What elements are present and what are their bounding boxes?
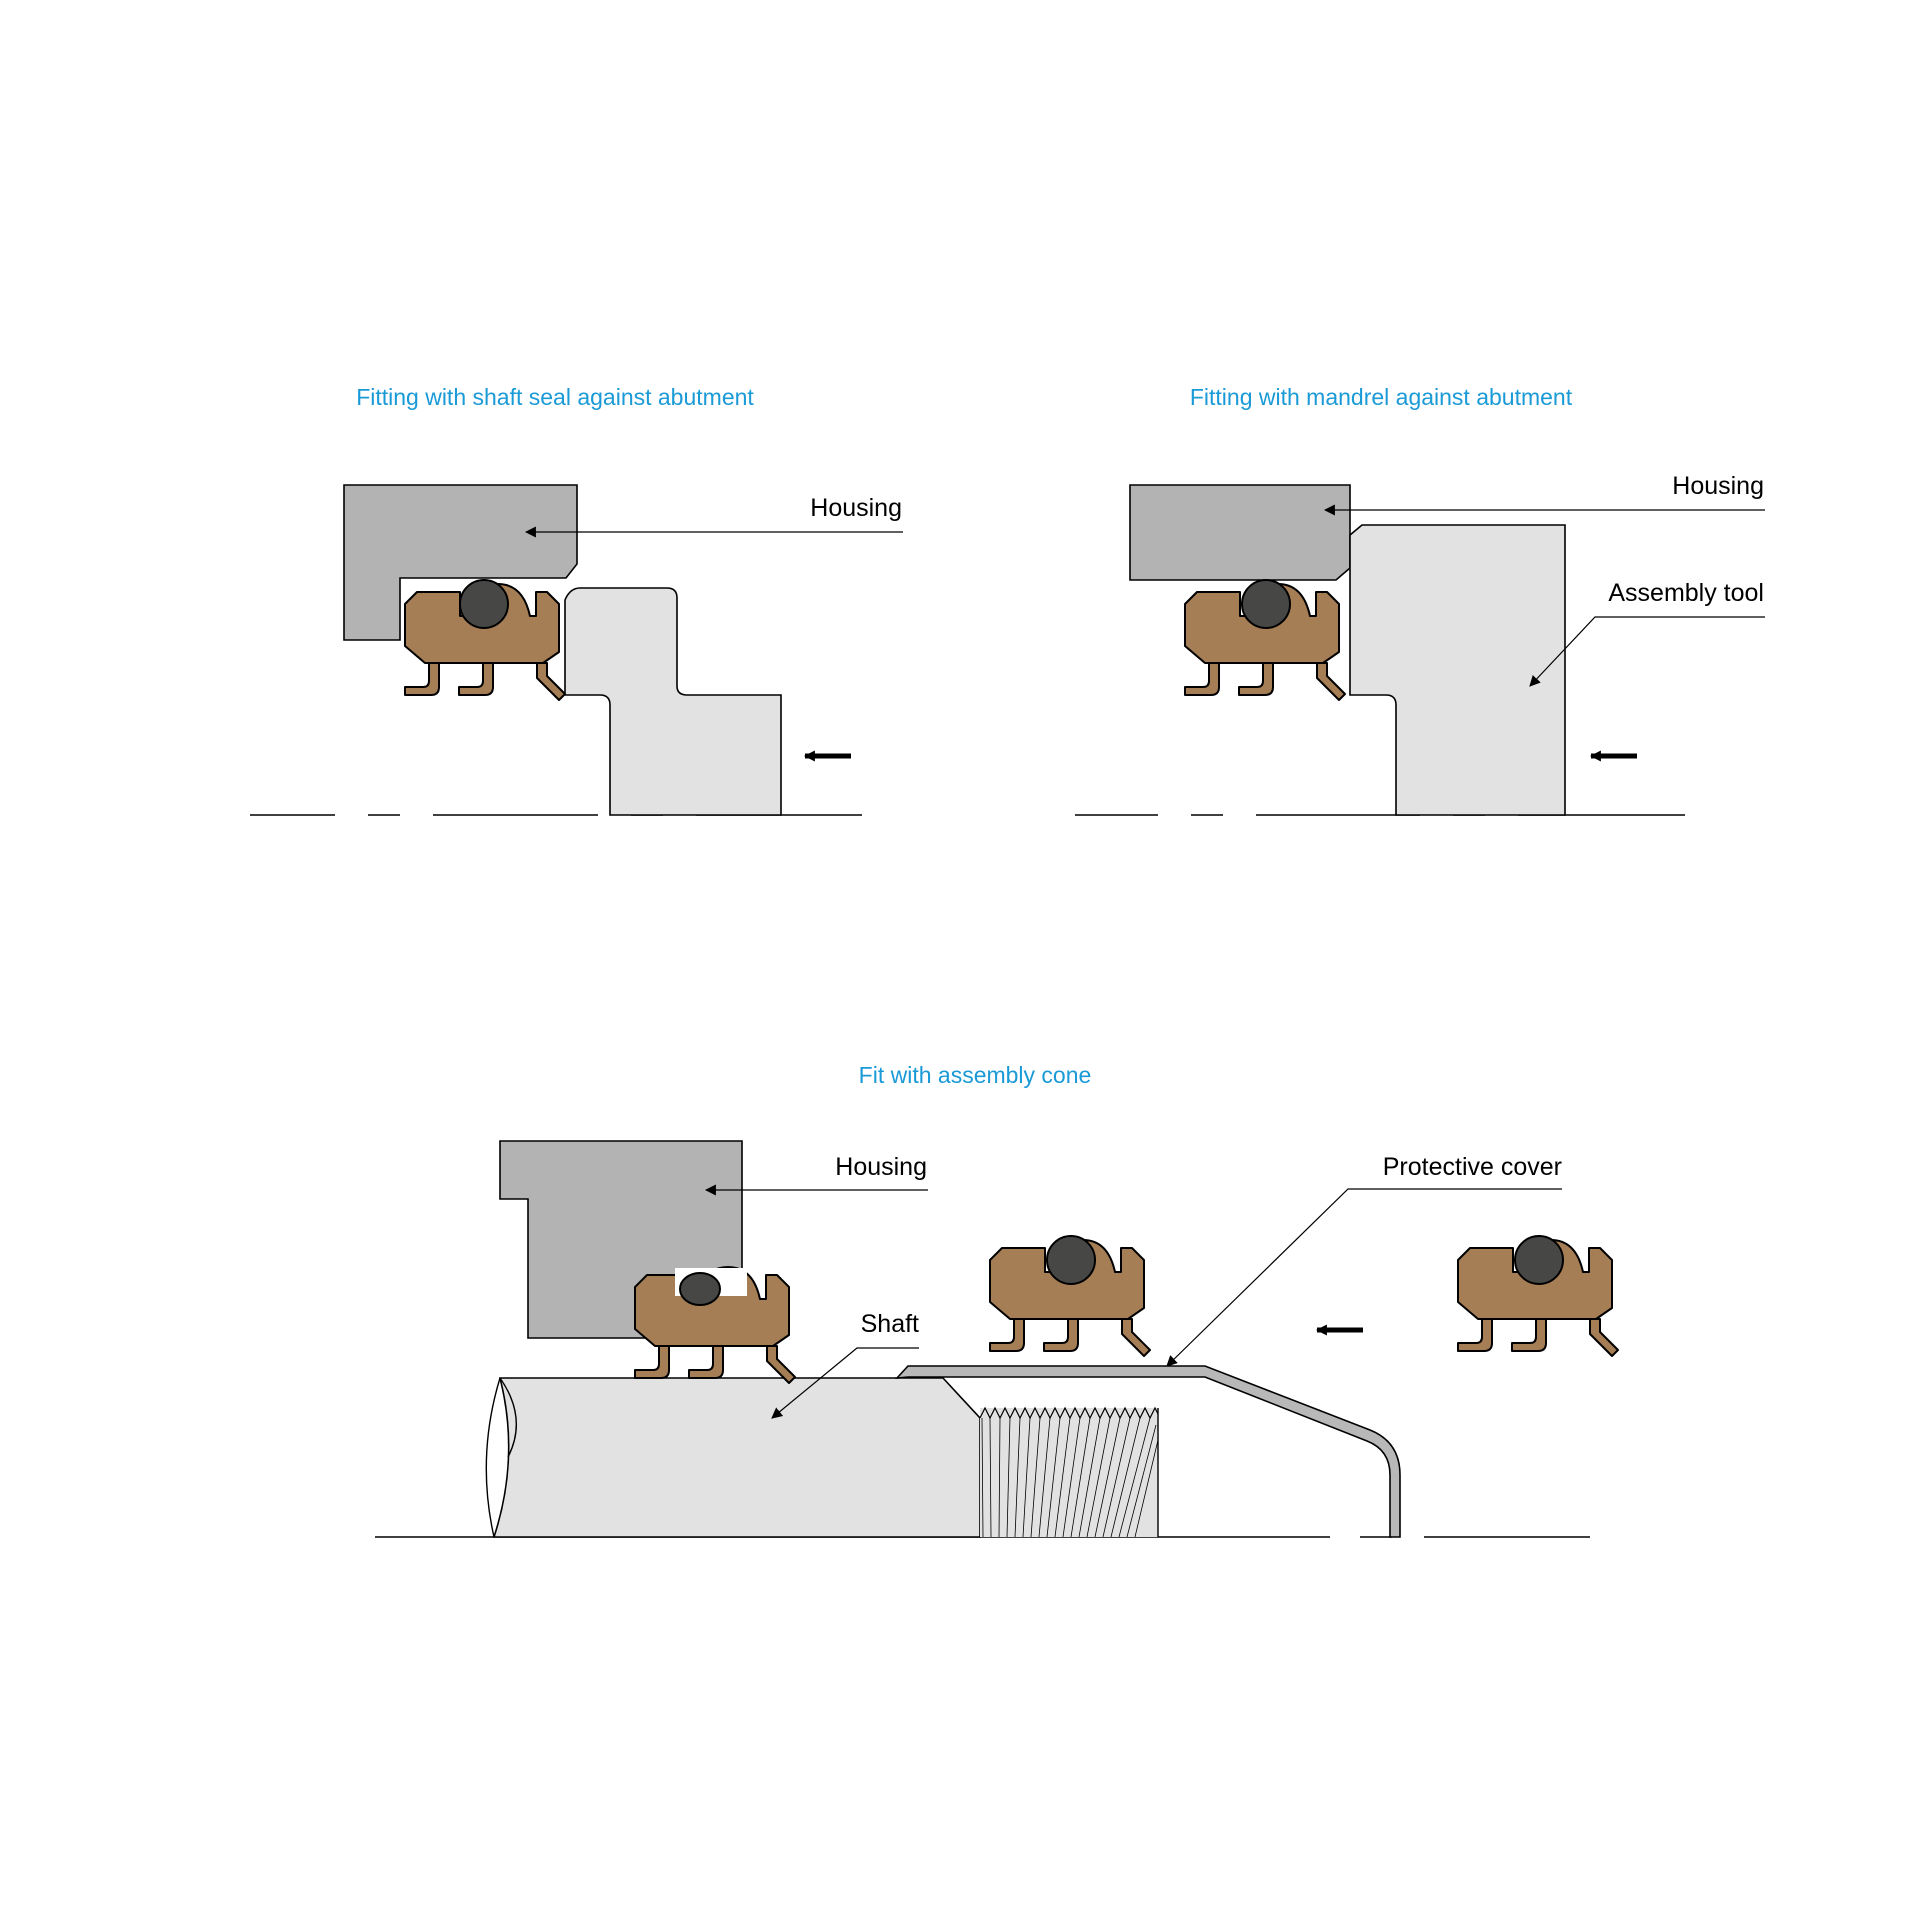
panel-title-abutment-seal: Fitting with shaft seal against abutment bbox=[356, 384, 754, 410]
housing bbox=[1129, 484, 1351, 581]
protective-cover bbox=[895, 1365, 1401, 1538]
protective-cover-leader bbox=[1166, 1188, 1562, 1367]
protective-cover-label: Protective cover bbox=[1383, 1153, 1562, 1181]
panel-assembly-cone: Fit with assembly cone Hous bbox=[375, 1062, 1619, 1538]
o-ring bbox=[1046, 1235, 1096, 1285]
shaft-thread bbox=[979, 1406, 1159, 1538]
panel-abutment-seal: Fitting with shaft seal against abutment… bbox=[250, 384, 903, 816]
shaft-break-curve bbox=[485, 1377, 501, 1538]
assembly-tool-leader bbox=[1529, 616, 1765, 687]
o-ring-compressed bbox=[679, 1272, 721, 1306]
housing-label: Housing bbox=[810, 494, 902, 522]
housing bbox=[343, 484, 578, 641]
shaft-leader bbox=[771, 1347, 919, 1419]
o-ring bbox=[1241, 579, 1291, 629]
panel-title-cone: Fit with assembly cone bbox=[859, 1062, 1092, 1088]
housing-label: Housing bbox=[1672, 472, 1764, 500]
assembly-tool bbox=[1349, 524, 1566, 816]
mandrel bbox=[564, 587, 782, 816]
panel-abutment-mandrel: Fitting with mandrel against abutment Ho… bbox=[1075, 384, 1765, 816]
shaft-break-curve bbox=[499, 1377, 518, 1458]
o-ring bbox=[1514, 1235, 1564, 1285]
o-ring bbox=[459, 579, 509, 629]
assembly-tool-label: Assembly tool bbox=[1608, 579, 1764, 607]
panel-title-abutment-mandrel: Fitting with mandrel against abutment bbox=[1190, 384, 1573, 410]
shaft bbox=[492, 1377, 981, 1538]
housing-label: Housing bbox=[835, 1153, 927, 1181]
shaft-label: Shaft bbox=[861, 1310, 919, 1338]
